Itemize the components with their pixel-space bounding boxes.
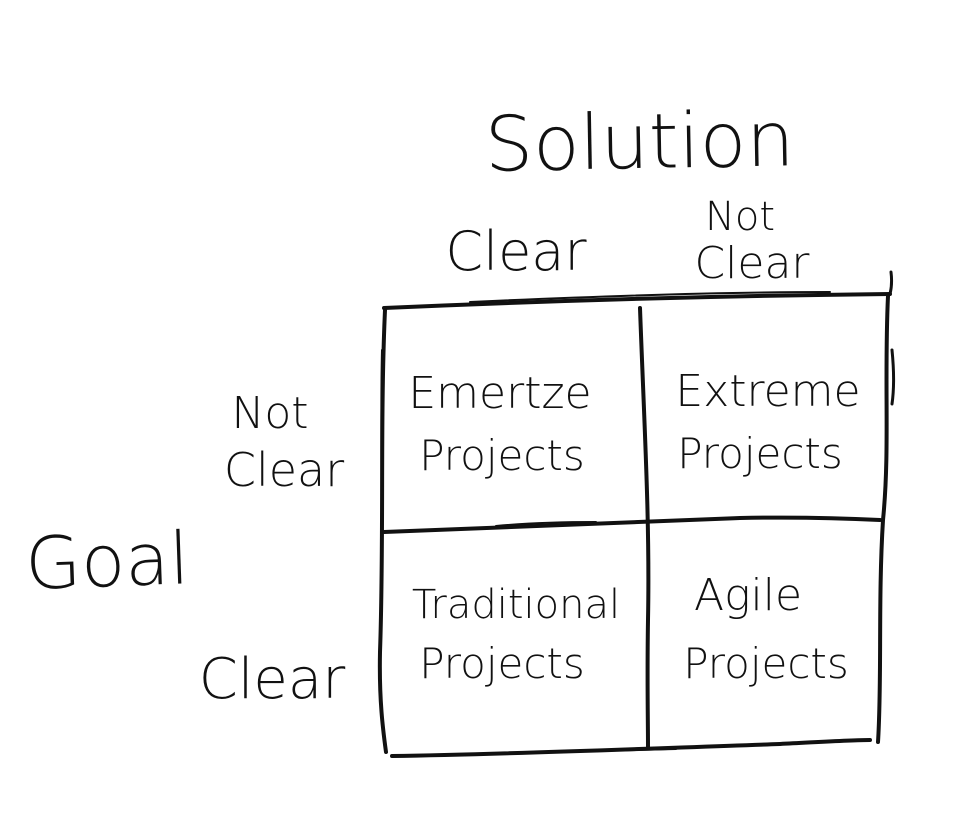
quadrant-agile-projects: Agile Projects [683,570,849,688]
grid-top-right-tick [888,270,894,296]
quadrant-emertze-projects: Emertze Projects [408,368,591,480]
column-header-not-clear: Not Clear [694,194,810,289]
grid-middle-horizontal [382,515,882,534]
quadrant-traditional-line-2: Projects [419,639,585,688]
row-header-not-clear: Not Clear [224,388,344,497]
quadrant-agile-line-1: Agile [694,570,802,621]
quadrant-agile-line-2: Projects [683,639,849,688]
grid-bottom-edge-accent [555,748,677,753]
quadrant-emertze-line-1: Emertze [408,368,591,419]
column-header-clear: Clear [445,220,587,283]
row-header-not-clear-line-1: Not [231,388,308,439]
column-header-not-clear-line-2: Clear [694,238,810,289]
solution-axis-title: Solution [484,94,795,188]
grid-top-edge [382,292,892,310]
grid-right-edge [876,294,890,744]
quadrant-extreme-line-1: Extreme [675,366,860,417]
quadrant-extreme-line-2: Projects [677,429,843,478]
goal-axis-title: Goal [24,516,191,606]
grid-middle-horizontal-accent [495,521,597,527]
grid-right-edge-accent [890,348,895,406]
grid-left-edge-accent [380,349,383,601]
quadrant-traditional-projects: Traditional Projects [412,582,620,688]
grid-middle-vertical [638,306,651,750]
quadrant-emertze-line-2: Projects [419,431,585,480]
matrix-grid [377,270,895,758]
grid-top-edge-accent [469,291,831,303]
row-header-not-clear-line-2: Clear [224,443,344,497]
quadrant-extreme-projects: Extreme Projects [675,366,860,478]
row-header-clear: Clear [199,647,345,712]
grid-bottom-edge [390,738,872,758]
column-header-not-clear-line-1: Not [705,194,775,240]
quadrant-traditional-line-1: Traditional [412,582,620,628]
